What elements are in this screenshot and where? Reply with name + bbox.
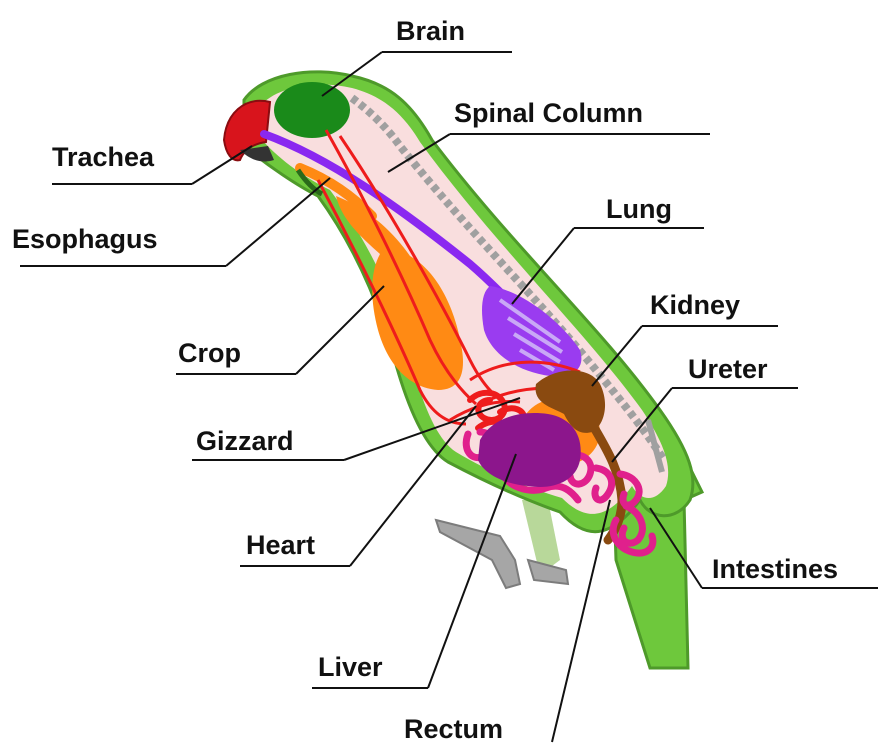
label-liver: Liver: [312, 454, 516, 688]
kidney-label: Kidney: [650, 290, 740, 320]
ureter-label: Ureter: [688, 354, 768, 384]
brain-organ: [274, 82, 350, 138]
rectum-label: Rectum: [404, 714, 503, 744]
intestines-label: Intestines: [712, 554, 838, 584]
liver-label: Liver: [318, 652, 383, 682]
feet: [436, 500, 568, 588]
label-crop: Crop: [176, 286, 384, 374]
label-rectum: Rectum: [404, 500, 610, 744]
lung-label: Lung: [606, 194, 672, 224]
label-trachea: Trachea: [52, 142, 252, 184]
esophagus-label: Esophagus: [12, 224, 158, 254]
label-esophagus: Esophagus: [12, 178, 330, 266]
spinal-column-label: Spinal Column: [454, 98, 643, 128]
brain-label: Brain: [396, 16, 465, 46]
gizzard-label: Gizzard: [196, 426, 294, 456]
trachea-label: Trachea: [52, 142, 155, 172]
bird-illustration: [224, 72, 702, 668]
crop-label: Crop: [178, 338, 241, 368]
heart-label: Heart: [246, 530, 315, 560]
